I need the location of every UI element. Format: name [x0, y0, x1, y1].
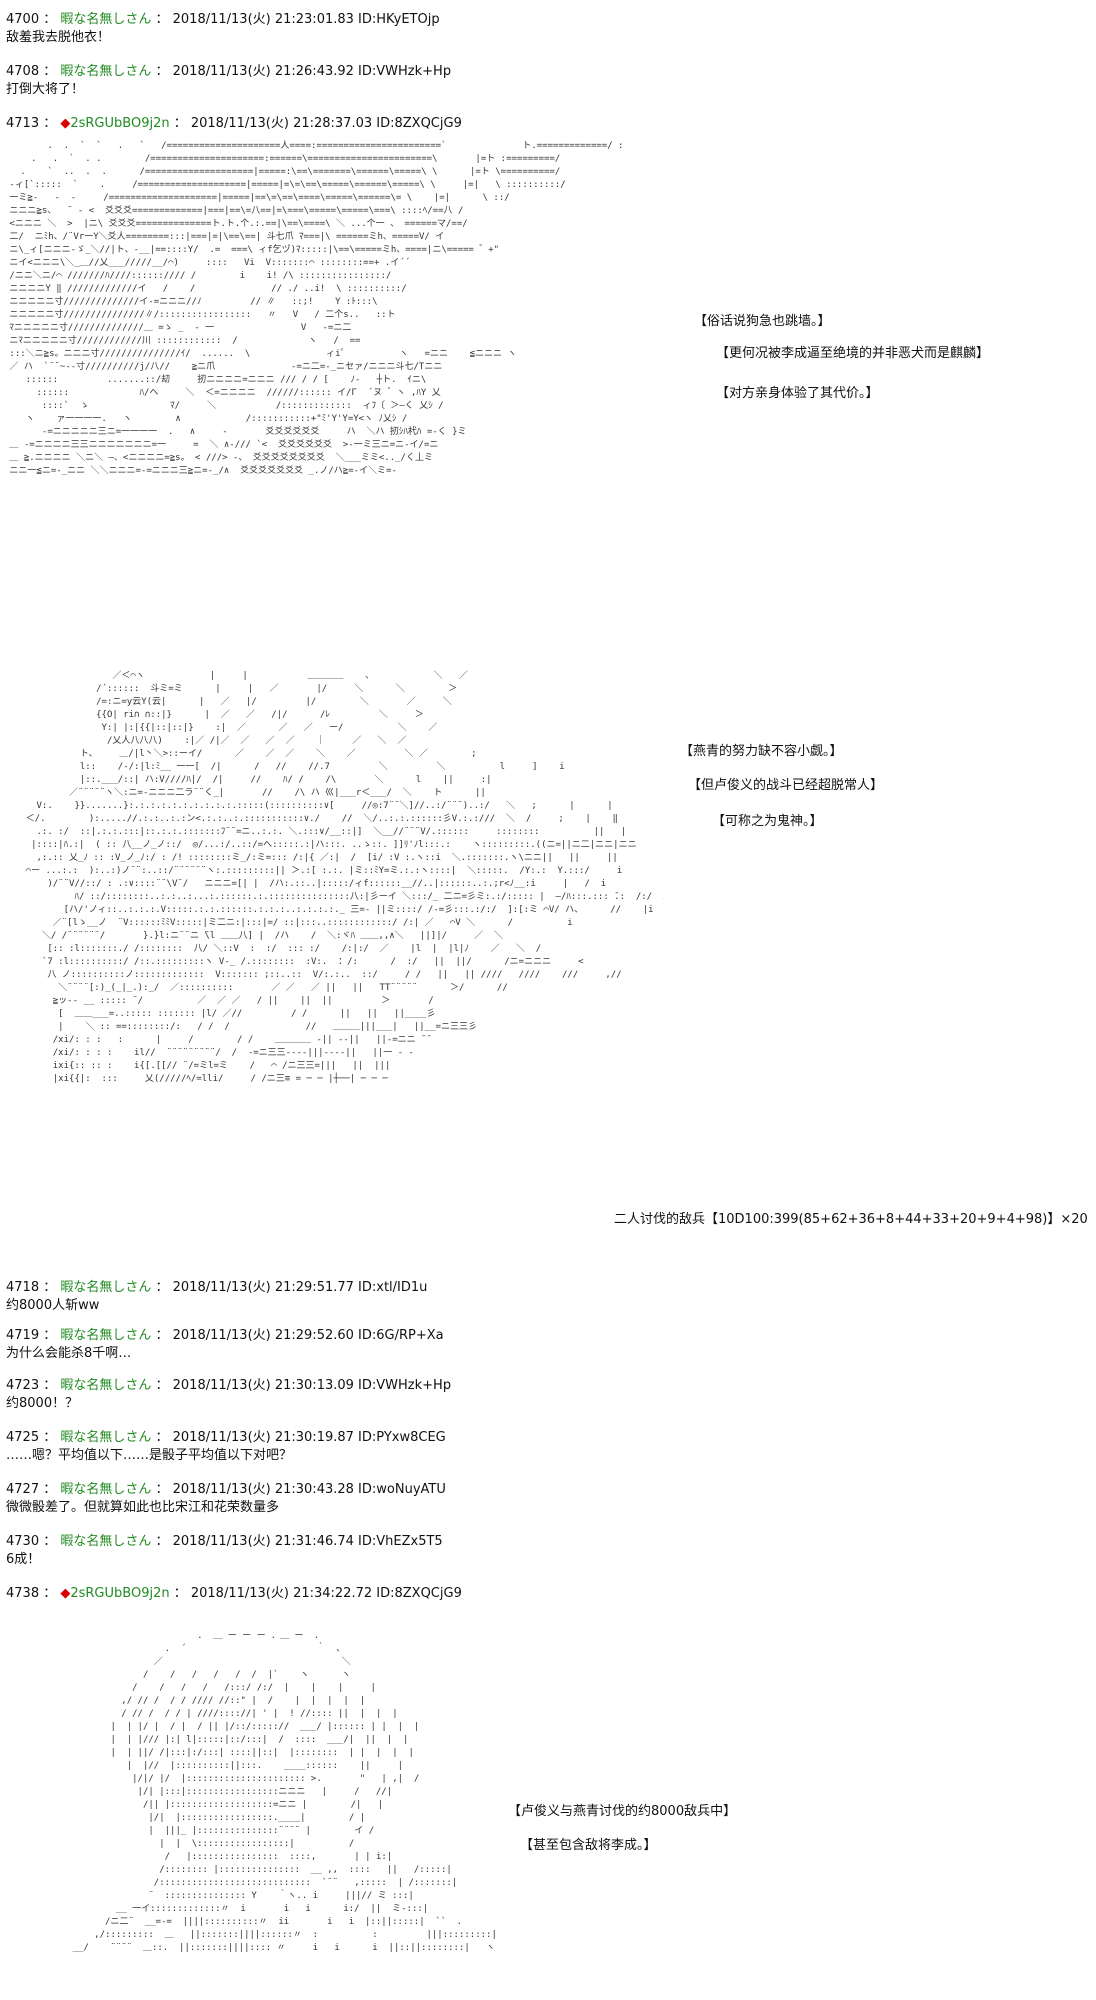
caption: 【燕青的努力缺不容小觑。】 — [680, 744, 843, 759]
post-body: 为什么会能杀8千啊… — [6, 1346, 132, 1361]
post-number: 4725 — [6, 1430, 40, 1445]
ascii-art-warriors: ／＜⌒ヽ | | ＿＿＿＿ 、 ＼ ／ /´:::::: 斗ミ=ミ | | ／ … — [25, 671, 664, 1084]
post-body: ……嗯？平均值以下……是骰子平均值以下对吧？ — [6, 1448, 293, 1463]
post-number: 4713 — [6, 116, 40, 131]
post-id[interactable]: ID:8ZXQCjG9 — [376, 116, 462, 131]
poster-name[interactable]: 暇な名無しさん — [60, 1534, 152, 1549]
poster-tripcode[interactable]: 2sRGUbBO9j2n — [70, 116, 170, 131]
post-number: 4730 — [6, 1534, 40, 1549]
caption: 【但卢俊义的战斗已经超脱常人】 — [688, 778, 884, 793]
caption: 【更何况被李成逼至绝境的并非恶犬而是麒麟】 — [716, 346, 990, 361]
dice-result: 二人讨伐的敌兵【10D100:399(85+62+36+8+44+33+20+9… — [614, 1212, 1088, 1227]
post-4738: 4738 ： ◆2sRGUbBO9j2n ： 2018/11/13(火) 21:… — [6, 1586, 462, 1601]
poster-name[interactable]: 暇な名無しさん — [60, 1378, 152, 1393]
trip-diamond-icon: ◆ — [60, 1586, 71, 1601]
post-body: 微微骰差了。但就算如此也比宋江和花荣数量多 — [6, 1500, 280, 1515]
trip-diamond-icon: ◆ — [60, 116, 71, 131]
post-number: 4708 — [6, 64, 40, 79]
ascii-art-portrait: . ＿ ー ー ー ．＿ ー ． . ´ ｀ 、 ／ ＼ / / / / / /… — [72, 1631, 497, 1953]
caption: 【卢俊义与燕青讨伐的约8000敌兵中】 — [508, 1804, 737, 1819]
poster-tripcode[interactable]: 2sRGUbBO9j2n — [70, 1586, 170, 1601]
post-date: 2018/11/13(火) 21:28:37.03 — [190, 116, 373, 131]
poster-name[interactable]: 暇な名無しさん — [60, 1430, 152, 1445]
post-body: 约8000人斩ww — [6, 1298, 100, 1313]
post-id[interactable]: ID:xtl/ID1u — [358, 1280, 428, 1295]
poster-name[interactable]: 暇な名無しさん — [60, 1280, 152, 1295]
post-id[interactable]: ID:HKyETOjp — [358, 12, 440, 27]
post-id[interactable]: ID:6G/RP+Xa — [358, 1328, 444, 1343]
post-date: 2018/11/13(火) 21:30:43.28 — [172, 1482, 354, 1497]
post-id[interactable]: ID:woNuyATU — [358, 1482, 446, 1497]
post-body: 敌羞我去脱他衣！ — [6, 30, 111, 45]
post-4719: 4719 ： 暇な名無しさん ： 2018/11/13(火) 21:29:52.… — [6, 1328, 444, 1361]
post-date: 2018/11/13(火) 21:31:46.74 — [172, 1534, 354, 1549]
post-body: 约8000！？ — [6, 1396, 79, 1411]
post-body: 6成！ — [6, 1552, 41, 1567]
post-number: 4719 — [6, 1328, 40, 1343]
caption: 【可称之为鬼神。】 — [712, 814, 823, 829]
poster-name[interactable]: 暇な名無しさん — [60, 12, 152, 27]
post-number: 4700 — [6, 12, 40, 27]
post-date: 2018/11/13(火) 21:23:01.83 — [172, 12, 354, 27]
post-date: 2018/11/13(火) 21:29:51.77 — [172, 1280, 354, 1295]
post-4730: 4730 ： 暇な名無しさん ： 2018/11/13(火) 21:31:46.… — [6, 1534, 443, 1567]
post-date: 2018/11/13(火) 21:26:43.92 — [172, 64, 354, 79]
poster-name[interactable]: 暇な名無しさん — [60, 1482, 152, 1497]
ascii-art-battle: . . ` ` . ` /=====================人====:… — [9, 141, 624, 476]
post-id[interactable]: ID:VWHzk+Hp — [358, 1378, 452, 1393]
post-4713: 4713 ： ◆2sRGUbBO9j2n ： 2018/11/13(火) 21:… — [6, 116, 462, 131]
post-4700: 4700 ： 暇な名無しさん ： 2018/11/13(火) 21:23:01.… — [6, 12, 440, 45]
poster-name[interactable]: 暇な名無しさん — [60, 1328, 152, 1343]
post-4723: 4723 ： 暇な名無しさん ： 2018/11/13(火) 21:30:13.… — [6, 1378, 452, 1411]
post-number: 4718 — [6, 1280, 40, 1295]
post-4727: 4727 ： 暇な名無しさん ： 2018/11/13(火) 21:30:43.… — [6, 1482, 446, 1515]
post-number: 4723 — [6, 1378, 40, 1393]
post-4718: 4718 ： 暇な名無しさん ： 2018/11/13(火) 21:29:51.… — [6, 1280, 428, 1313]
caption: 【俗话说狗急也跳墙。】 — [694, 314, 831, 329]
caption: 【甚至包含敌将李成。】 — [520, 1838, 657, 1853]
post-number: 4727 — [6, 1482, 40, 1497]
post-number: 4738 — [6, 1586, 40, 1601]
post-date: 2018/11/13(火) 21:30:13.09 — [172, 1378, 354, 1393]
post-id[interactable]: ID:8ZXQCjG9 — [376, 1586, 462, 1601]
post-4708: 4708 ： 暇な名無しさん ： 2018/11/13(火) 21:26:43.… — [6, 64, 452, 97]
post-id[interactable]: ID:PYxw8CEG — [358, 1430, 446, 1445]
poster-name[interactable]: 暇な名無しさん — [60, 64, 152, 79]
post-id[interactable]: ID:VhEZx5T5 — [358, 1534, 443, 1549]
post-4725: 4725 ： 暇な名無しさん ： 2018/11/13(火) 21:30:19.… — [6, 1430, 446, 1463]
post-date: 2018/11/13(火) 21:29:52.60 — [172, 1328, 354, 1343]
post-date: 2018/11/13(火) 21:34:22.72 — [190, 1586, 373, 1601]
post-date: 2018/11/13(火) 21:30:19.87 — [172, 1430, 354, 1445]
post-id[interactable]: ID:VWHzk+Hp — [358, 64, 452, 79]
caption: 【对方亲身体验了其代价。】 — [716, 386, 879, 401]
post-body: 打倒大将了！ — [6, 82, 85, 97]
